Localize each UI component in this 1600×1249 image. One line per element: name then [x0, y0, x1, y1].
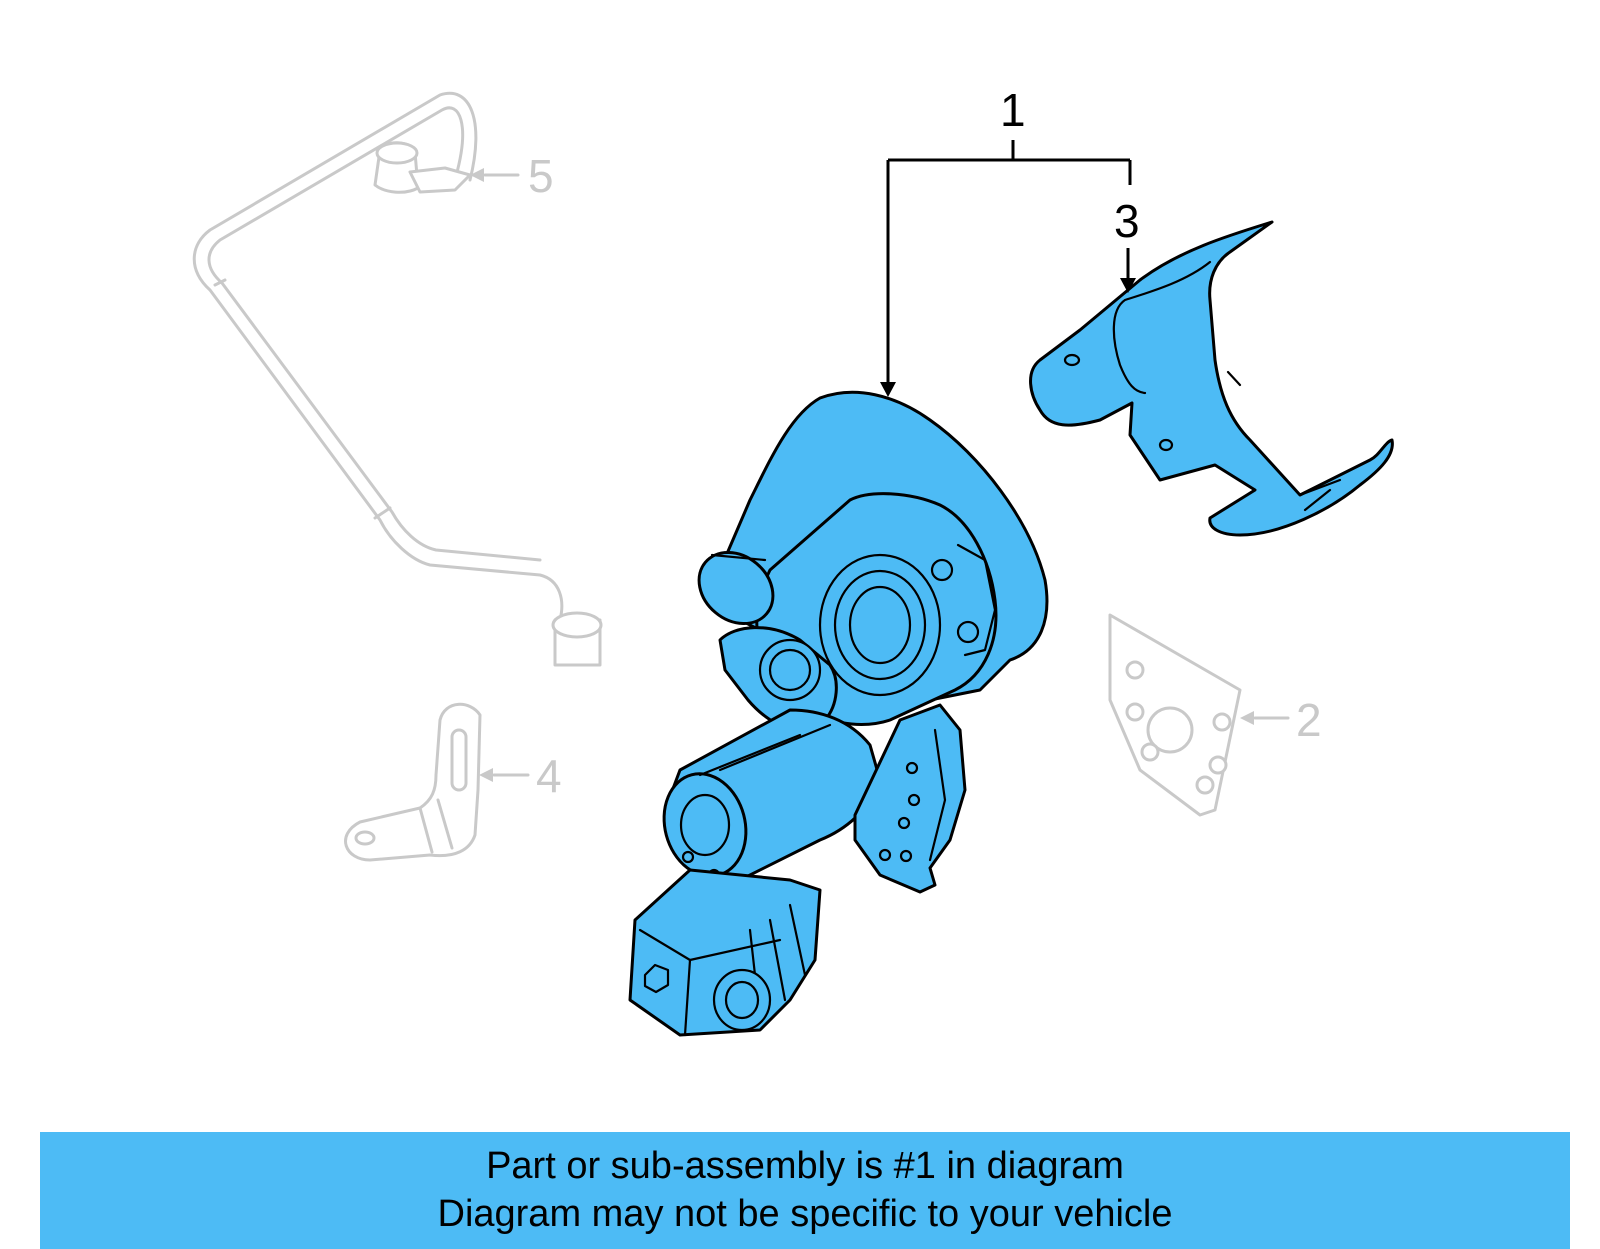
part-5-oil-line [192, 91, 603, 667]
callout-5: 5 [528, 150, 554, 202]
callout-1: 1 [1000, 84, 1026, 136]
part-3-heat-shield [1029, 220, 1394, 537]
arrowhead-part-2 [1240, 711, 1254, 725]
part-2-gasket [1108, 613, 1242, 817]
callout-4: 4 [536, 750, 562, 802]
arrowhead-part-5 [470, 168, 484, 182]
arrowhead-part-4 [479, 768, 493, 782]
arrowhead-part-3 [1120, 278, 1136, 293]
banner-line-2: Diagram may not be specific to your vehi… [437, 1193, 1173, 1235]
info-banner: Part or sub-assembly is #1 in diagram Di… [40, 1132, 1570, 1249]
part-4-bracket [344, 702, 482, 862]
leader-lines [470, 140, 1290, 782]
part-1-turbocharger [628, 390, 1049, 1037]
parts-diagram: 1 3 5 2 4 [192, 84, 1394, 1037]
callout-3: 3 [1114, 195, 1140, 247]
callout-2: 2 [1296, 694, 1322, 746]
banner-line-1: Part or sub-assembly is #1 in diagram [486, 1145, 1124, 1187]
arrowhead-part-1 [880, 382, 896, 397]
